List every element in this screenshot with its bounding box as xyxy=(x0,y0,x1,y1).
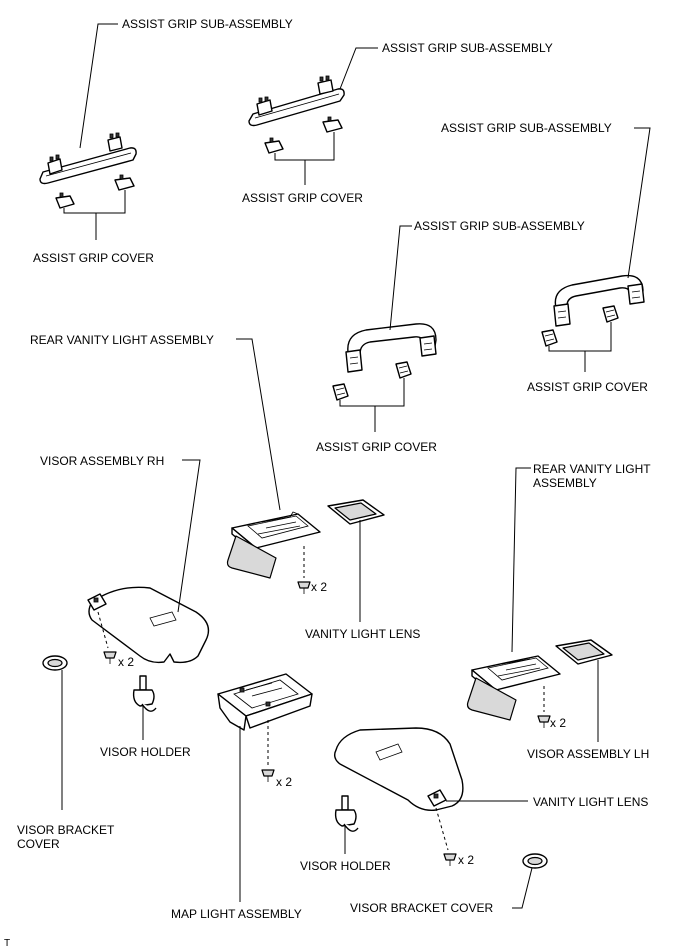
visor-assembly-rh xyxy=(87,586,210,664)
visor-holder-1 xyxy=(132,675,157,712)
screw-4 xyxy=(537,686,551,728)
visor-bracket-cover-2 xyxy=(522,853,548,869)
label-assist-grip-sub-assembly-1: ASSIST GRIP SUB-ASSEMBLY xyxy=(122,17,293,31)
label-visor-assembly-rh: VISOR ASSEMBLY RH xyxy=(40,454,164,468)
qty-screw-4: x 2 xyxy=(550,716,566,730)
label-rear-vanity-light-assembly-1: REAR VANITY LIGHT ASSEMBLY xyxy=(30,333,214,347)
label-assist-grip-cover-1: ASSIST GRIP COVER xyxy=(33,251,154,265)
label-assist-grip-cover-2: ASSIST GRIP COVER xyxy=(242,191,363,205)
label-assist-grip-cover-3: ASSIST GRIP COVER xyxy=(316,440,437,454)
vanity-light-lens-2 xyxy=(555,639,613,665)
label-visor-holder-2: VISOR HOLDER xyxy=(300,859,391,873)
screw-5 xyxy=(435,807,457,866)
assist-grip-cover-1 xyxy=(55,174,135,209)
label-rear-vanity-light-2-line2: ASSEMBLY xyxy=(533,476,597,490)
label-map-light-assembly: MAP LIGHT ASSEMBLY xyxy=(171,907,302,921)
map-light-assembly xyxy=(217,673,313,731)
assist-grip-sub-assembly-2 xyxy=(248,75,345,127)
label-vanity-light-lens-2: VANITY LIGHT LENS xyxy=(533,795,648,809)
assist-grip-cover-3 xyxy=(332,361,412,401)
label-visor-bracket-cover-1-line2: COVER xyxy=(17,837,60,851)
label-visor-assembly-lh: VISOR ASSEMBLY LH xyxy=(527,747,649,761)
assist-grip-sub-assembly-4 xyxy=(553,274,645,327)
label-vanity-light-lens-1: VANITY LIGHT LENS xyxy=(305,627,420,641)
assist-grip-cover-4 xyxy=(541,305,619,347)
label-visor-bracket-cover-1-line1: VISOR BRACKET xyxy=(17,823,115,837)
assist-grip-sub-assembly-1 xyxy=(39,132,137,185)
corner-mark: T xyxy=(4,938,10,949)
label-rear-vanity-light-2-line1: REAR VANITY LIGHT xyxy=(533,462,651,476)
label-assist-grip-sub-assembly-3: ASSIST GRIP SUB-ASSEMBLY xyxy=(414,219,585,233)
label-visor-bracket-cover-2: VISOR BRACKET COVER xyxy=(350,901,493,915)
qty-screw-5: x 2 xyxy=(458,853,474,867)
rear-vanity-light-assembly-1 xyxy=(226,511,321,579)
screw-3 xyxy=(261,720,275,782)
label-visor-holder-1: VISOR HOLDER xyxy=(100,745,191,759)
screw-1 xyxy=(297,546,311,594)
visor-bracket-cover-1 xyxy=(42,655,68,671)
visor-holder-2 xyxy=(334,795,359,832)
rear-vanity-light-assembly-2 xyxy=(466,655,561,721)
label-assist-grip-sub-assembly-4: ASSIST GRIP SUB-ASSEMBLY xyxy=(441,121,612,135)
visor-assembly-lh xyxy=(333,727,464,811)
assist-grip-cover-2 xyxy=(264,116,343,154)
qty-screw-2: x 2 xyxy=(118,655,134,669)
assist-grip-sub-assembly-3 xyxy=(345,323,437,373)
qty-screw-3: x 2 xyxy=(276,775,292,789)
vanity-light-lens-1 xyxy=(327,499,385,525)
qty-screw-1: x 2 xyxy=(311,580,327,594)
screw-2 xyxy=(97,611,117,664)
label-assist-grip-sub-assembly-2: ASSIST GRIP SUB-ASSEMBLY xyxy=(382,41,553,55)
label-assist-grip-cover-4: ASSIST GRIP COVER xyxy=(527,380,648,394)
